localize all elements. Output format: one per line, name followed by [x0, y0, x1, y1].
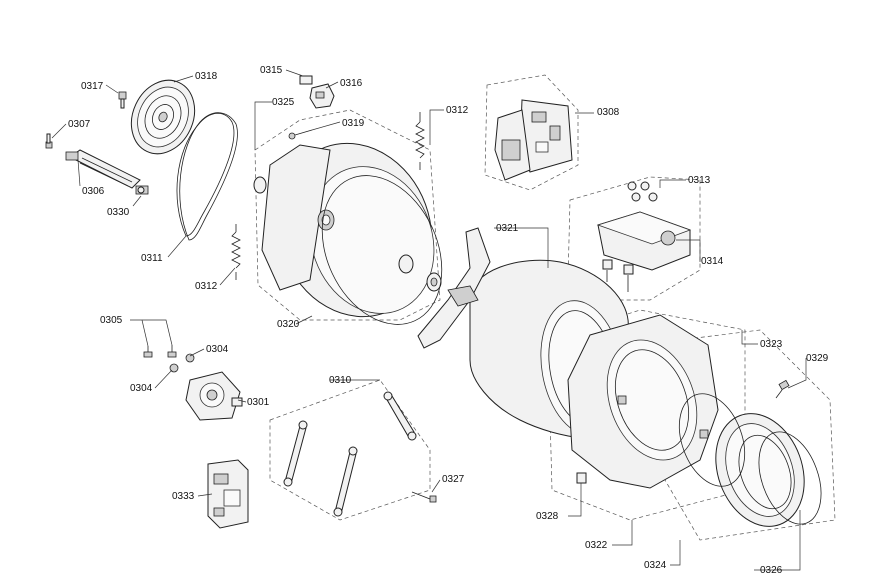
label-0310: 0310	[329, 375, 352, 386]
bearing-bracket-part	[309, 83, 335, 109]
label-0328: 0328	[536, 511, 559, 522]
label-0317: 0317	[81, 81, 104, 92]
ntc-sensor-part	[135, 185, 149, 195]
tub-bolt-part	[775, 379, 790, 399]
label-0318: 0318	[195, 71, 218, 82]
label-0311: 0311	[141, 253, 163, 264]
shock-absorber-pin-part	[411, 491, 437, 503]
label-0312-right: 0312	[446, 105, 469, 116]
counterweight-part	[596, 211, 692, 292]
label-0319: 0319	[342, 118, 365, 129]
pump-grommets-part	[169, 353, 195, 373]
tub-screw-part	[288, 129, 313, 140]
seal-clamp-ring-part	[758, 431, 822, 525]
group-outline-rear-tub	[254, 109, 441, 321]
rear-tub-seal-part	[321, 175, 443, 325]
drum-pulley-part	[130, 79, 196, 155]
label-0325: 0325	[272, 97, 295, 108]
label-0314: 0314	[701, 256, 724, 267]
label-0313: 0313	[688, 175, 711, 186]
pump-screws-part	[143, 345, 177, 358]
heating-element-part	[65, 149, 141, 189]
shock-absorber-part	[283, 391, 417, 517]
label-0316: 0316	[340, 78, 363, 89]
label-0326: 0326	[760, 565, 783, 576]
label-0330: 0330	[107, 207, 130, 218]
door-seal-part	[715, 413, 805, 527]
label-0327: 0327	[442, 474, 465, 485]
label-0320: 0320	[277, 319, 300, 330]
label-0329: 0329	[806, 353, 829, 364]
label-0306: 0306	[82, 186, 105, 197]
heater-screw-part	[45, 133, 53, 149]
electronic-module-part	[494, 99, 573, 181]
drive-belt-part	[176, 112, 235, 237]
front-tub-part	[567, 314, 719, 489]
control-module-part	[207, 459, 249, 529]
tub-clamp-ring-part	[678, 393, 746, 487]
drain-pump-part	[185, 371, 243, 421]
group-outline-counterweight	[567, 176, 701, 301]
counterweight-fittings-part	[627, 181, 658, 202]
leader-lines	[51, 69, 807, 571]
label-0321: 0321	[496, 223, 519, 234]
label-0304-bottom: 0304	[130, 383, 153, 394]
label-0305: 0305	[100, 315, 123, 326]
tub-spring-left-part	[231, 224, 241, 280]
label-0333: 0333	[172, 491, 195, 502]
drum-spider-part	[417, 227, 491, 349]
group-outline-electronics	[484, 74, 579, 191]
label-0304-top: 0304	[206, 344, 229, 355]
label-0307: 0307	[68, 119, 91, 130]
label-0323: 0323	[760, 339, 783, 350]
label-0301: 0301	[247, 397, 270, 408]
tub-spring-right-part	[415, 112, 425, 170]
label-0324: 0324	[644, 560, 667, 571]
label-0312-left: 0312	[195, 281, 218, 292]
drain-fitting-part	[576, 472, 587, 484]
shaft-seal-part	[299, 75, 313, 85]
label-0308: 0308	[597, 107, 620, 118]
pulley-screw-part	[118, 91, 127, 109]
label-0315: 0315	[260, 65, 283, 76]
rear-tub-part	[253, 142, 442, 318]
label-0322: 0322	[585, 540, 608, 551]
